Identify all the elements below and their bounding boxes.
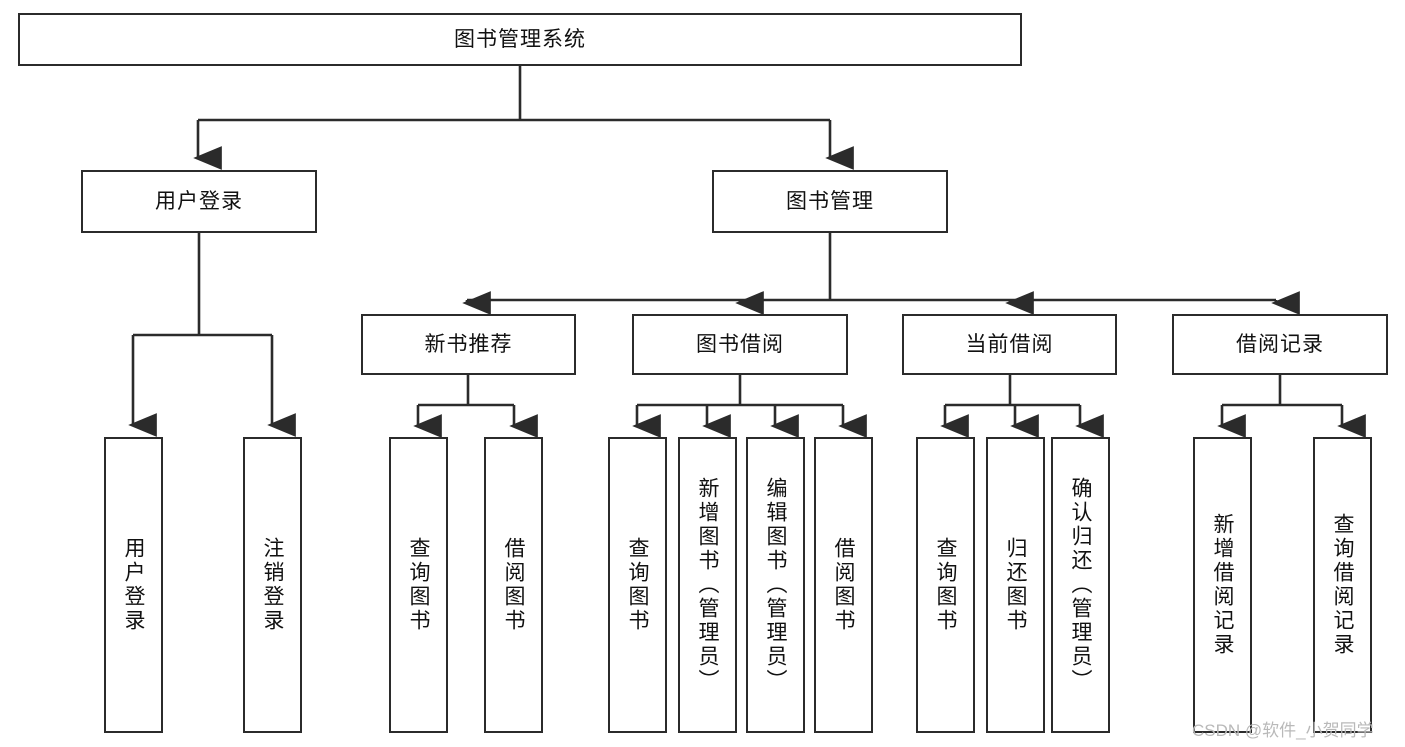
node-current-borrow-label: 当前借阅: [965, 333, 1054, 356]
leaf-edit-book[interactable]: 编辑图书（管理员）: [746, 437, 805, 733]
watermark: CSDN @软件_小贺同学: [1192, 721, 1374, 740]
leaf-query-record-label: 查询借阅记录: [1331, 513, 1354, 657]
node-book-manage[interactable]: 图书管理: [712, 170, 948, 233]
node-book-manage-label: 图书管理: [786, 190, 874, 213]
leaf-add-record[interactable]: 新增借阅记录: [1193, 437, 1252, 733]
leaf-edit-book-label: 编辑图书（管理员）: [764, 477, 787, 693]
node-user-login[interactable]: 用户登录: [81, 170, 317, 233]
node-root-label: 图书管理系统: [454, 28, 586, 51]
node-new-book-rec-label: 新书推荐: [424, 333, 513, 356]
leaf-query-record[interactable]: 查询借阅记录: [1313, 437, 1372, 733]
node-root[interactable]: 图书管理系统: [18, 13, 1022, 66]
leaf-logout-label: 注销登录: [261, 537, 284, 633]
leaf-user-login[interactable]: 用户登录: [104, 437, 163, 733]
leaf-return-book-label: 归还图书: [1004, 537, 1027, 633]
node-book-borrow[interactable]: 图书借阅: [632, 314, 848, 375]
leaf-query-book[interactable]: 查询图书: [608, 437, 667, 733]
leaf-borrow-book-rec[interactable]: 借阅图书: [484, 437, 543, 733]
leaf-query-book-label: 查询图书: [626, 537, 649, 633]
leaf-query-book-rec-label: 查询图书: [407, 537, 430, 633]
leaf-add-book[interactable]: 新增图书（管理员）: [678, 437, 737, 733]
leaf-query-book-rec[interactable]: 查询图书: [389, 437, 448, 733]
node-current-borrow[interactable]: 当前借阅: [902, 314, 1117, 375]
leaf-return-book[interactable]: 归还图书: [986, 437, 1045, 733]
leaf-query-book-cur[interactable]: 查询图书: [916, 437, 975, 733]
node-user-login-label: 用户登录: [155, 190, 243, 213]
node-borrow-record-label: 借阅记录: [1236, 333, 1324, 356]
leaf-borrow-book[interactable]: 借阅图书: [814, 437, 873, 733]
node-new-book-rec[interactable]: 新书推荐: [361, 314, 576, 375]
node-borrow-record[interactable]: 借阅记录: [1172, 314, 1388, 375]
leaf-borrow-book-rec-label: 借阅图书: [502, 537, 525, 633]
node-book-borrow-label: 图书借阅: [696, 333, 784, 356]
leaf-user-login-label: 用户登录: [122, 537, 145, 633]
leaf-query-book-cur-label: 查询图书: [934, 537, 957, 633]
leaf-add-record-label: 新增借阅记录: [1211, 513, 1234, 657]
leaf-borrow-book-label: 借阅图书: [832, 537, 855, 633]
leaf-add-book-label: 新增图书（管理员）: [696, 477, 719, 693]
leaf-logout[interactable]: 注销登录: [243, 437, 302, 733]
leaf-confirm-return[interactable]: 确认归还（管理员）: [1051, 437, 1110, 733]
leaf-confirm-return-label: 确认归还（管理员）: [1069, 477, 1092, 693]
